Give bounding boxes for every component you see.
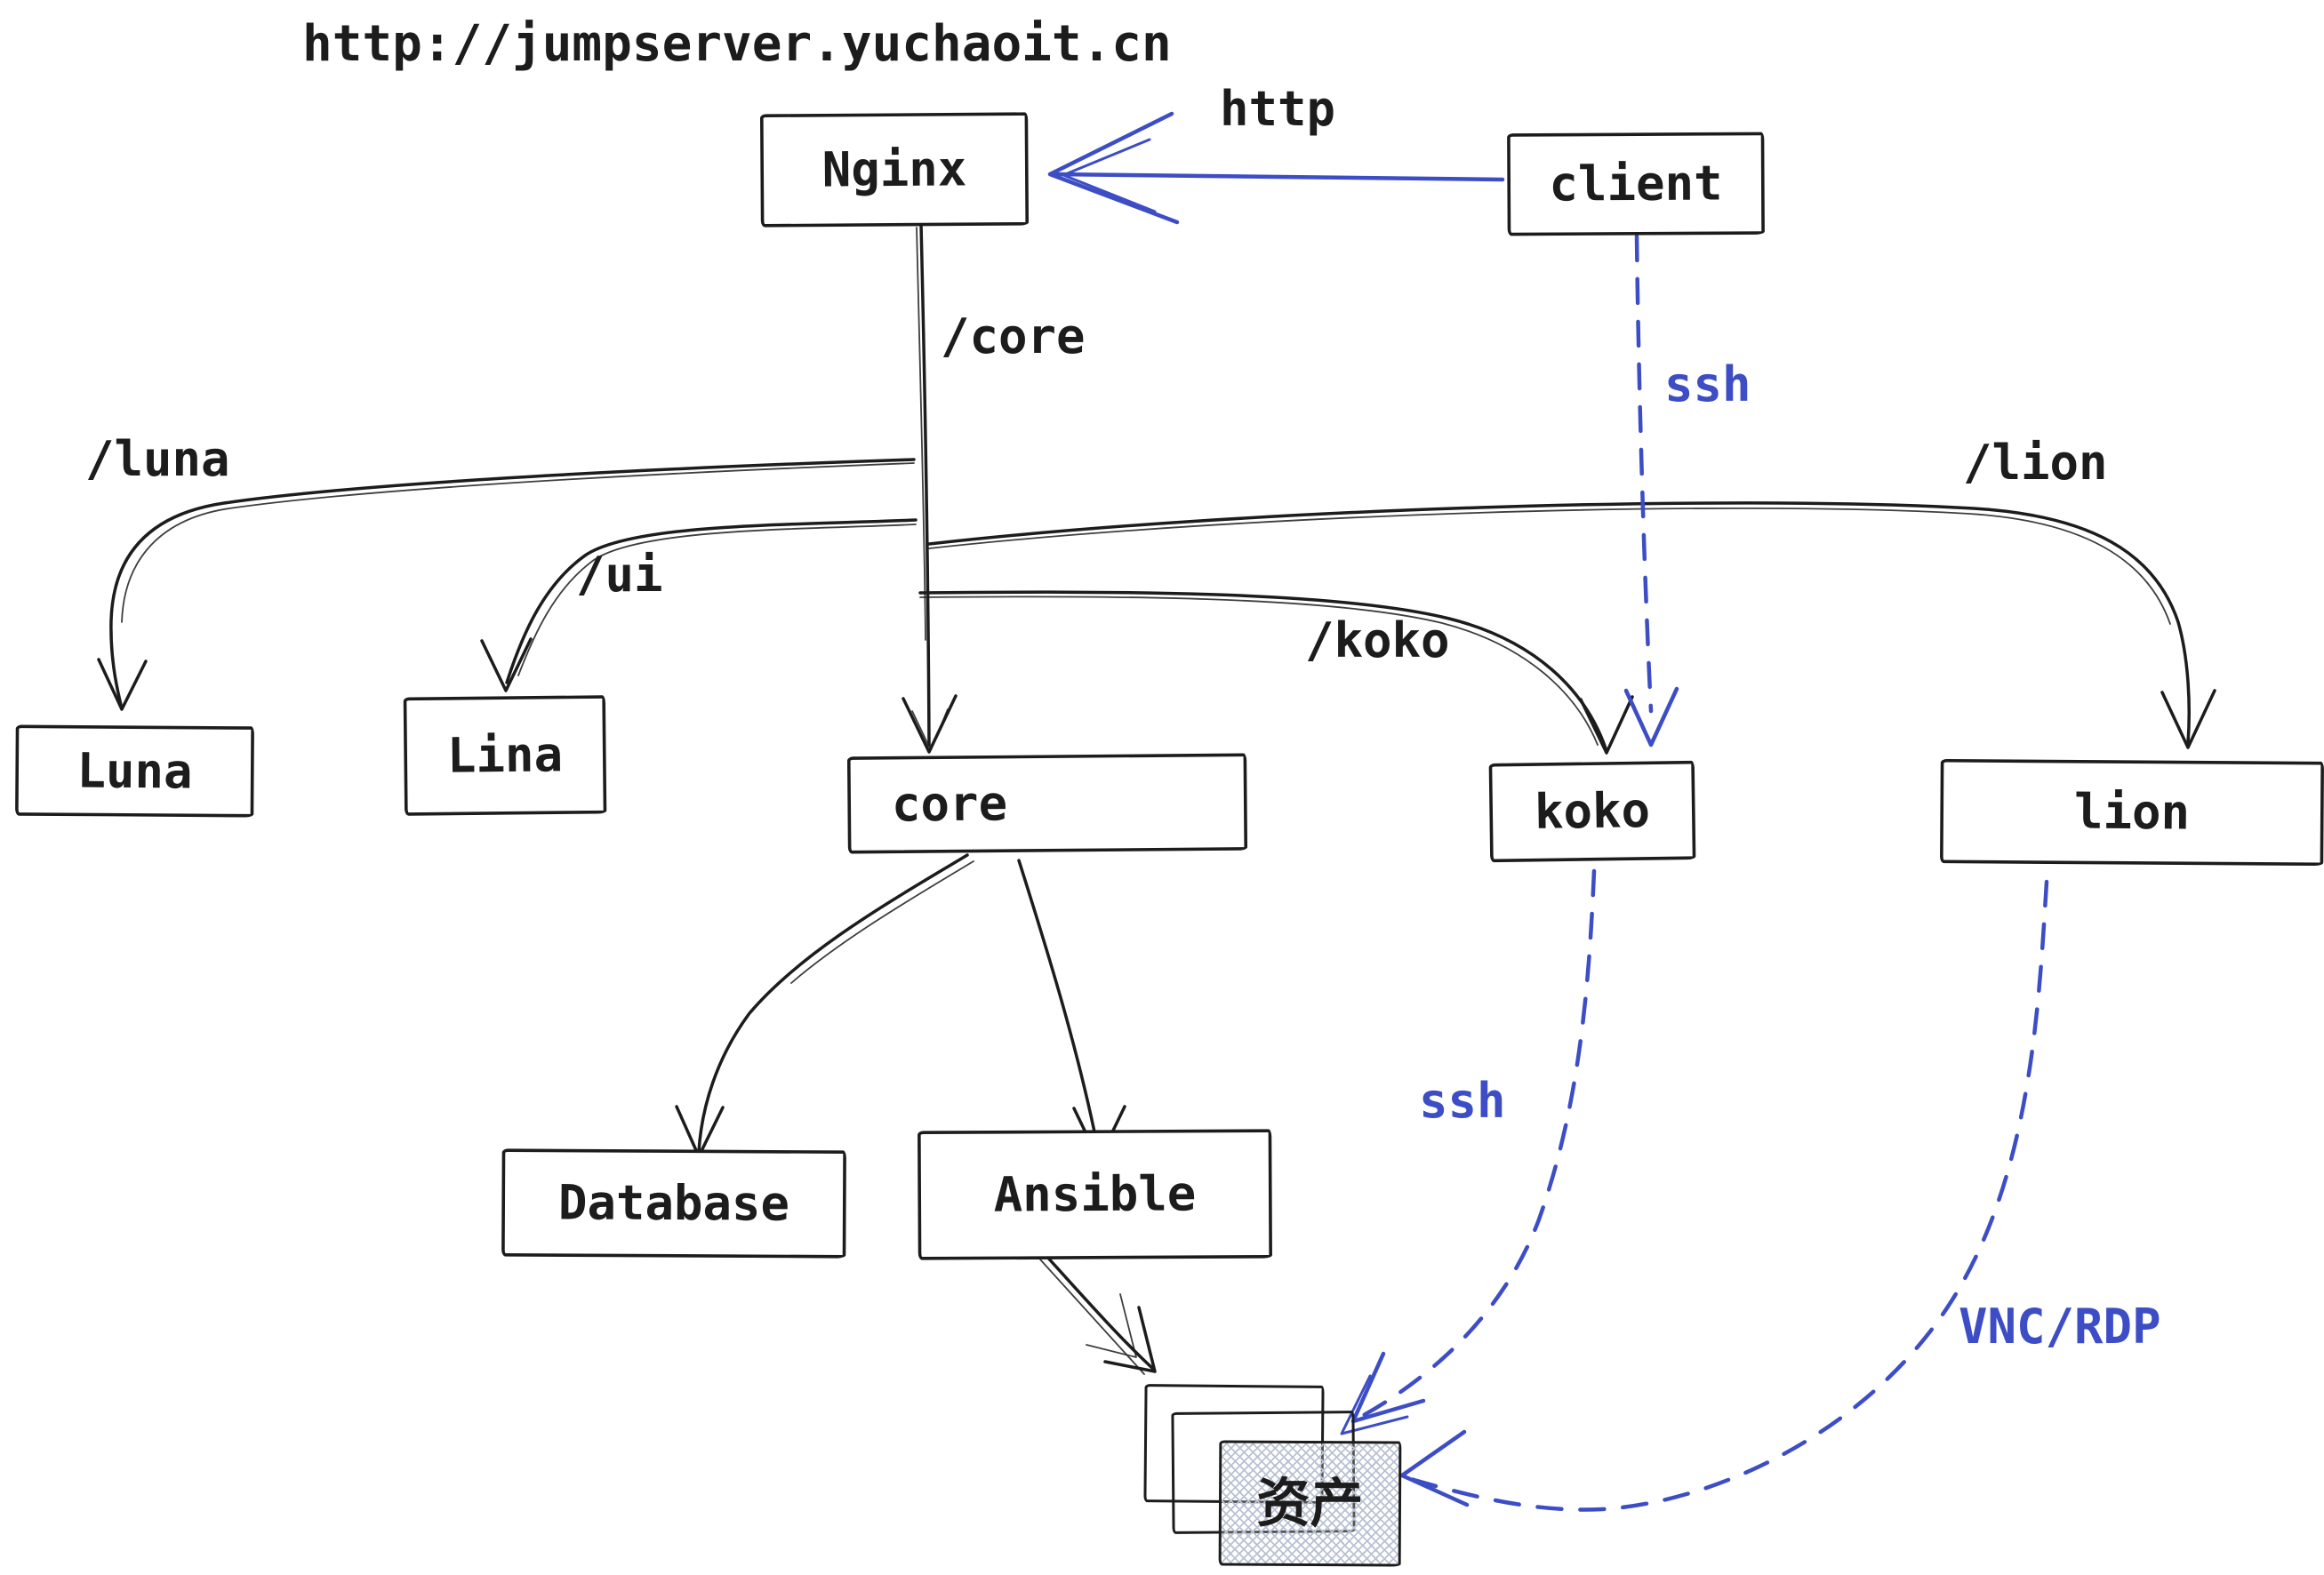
edge-label-ssh-asset: ssh bbox=[1419, 1073, 1506, 1129]
edge-nginx-lion bbox=[927, 501, 2216, 749]
node-lina: Lina bbox=[404, 695, 606, 816]
edge-core-database bbox=[675, 853, 974, 1158]
page-title: http://jumpserver.yuchaoit.cn bbox=[302, 15, 1172, 73]
node-database-label: Database bbox=[557, 1174, 790, 1232]
node-koko-label: koko bbox=[1534, 782, 1651, 840]
node-nginx-label: Nginx bbox=[821, 140, 967, 198]
edge-label-luna-path: /luna bbox=[85, 431, 230, 487]
node-lion-label: lion bbox=[2073, 783, 2191, 841]
edge-koko-asset-ssh bbox=[1340, 868, 1597, 1435]
node-client-label: client bbox=[1549, 155, 1723, 212]
edge-core-ansible bbox=[1017, 859, 1126, 1162]
edge-label-ui-path: /ui bbox=[576, 547, 663, 603]
edge-nginx-koko bbox=[918, 590, 1634, 755]
node-core-label: core bbox=[891, 775, 1008, 833]
edge-nginx-lina bbox=[480, 518, 918, 692]
edge-label-core-path: /core bbox=[941, 308, 1086, 364]
edge-ansible-asset bbox=[1039, 1253, 1157, 1375]
node-client: client bbox=[1507, 132, 1765, 236]
node-koko: koko bbox=[1489, 761, 1695, 862]
edge-label-ssh-client: ssh bbox=[1664, 356, 1751, 412]
node-ansible: Ansible bbox=[918, 1129, 1272, 1260]
node-luna: Luna bbox=[15, 725, 254, 817]
edge-label-koko-path: /koko bbox=[1305, 612, 1450, 668]
node-database: Database bbox=[501, 1148, 846, 1259]
edge-label-http: http bbox=[1220, 81, 1336, 137]
edge-nginx-core bbox=[902, 222, 958, 754]
node-asset-label: 资产 bbox=[1256, 1472, 1364, 1535]
node-ansible-label: Ansible bbox=[993, 1165, 1197, 1223]
edge-client-nginx-http bbox=[1047, 111, 1505, 225]
node-lion: lion bbox=[1940, 759, 2324, 866]
node-luna-label: Luna bbox=[76, 742, 193, 799]
node-asset: 资产 bbox=[1218, 1440, 1402, 1567]
edge-client-koko-ssh bbox=[1623, 234, 1679, 748]
edge-label-lion-path: /lion bbox=[1963, 435, 2108, 491]
edge-nginx-luna bbox=[97, 458, 916, 711]
edge-label-vnc-rdp: VNC/RDP bbox=[1959, 1299, 2161, 1355]
node-lina-label: Lina bbox=[446, 726, 564, 784]
node-core: core bbox=[847, 754, 1247, 853]
node-nginx: Nginx bbox=[760, 112, 1029, 228]
edge-lion-asset-vnc bbox=[1399, 879, 2049, 1512]
